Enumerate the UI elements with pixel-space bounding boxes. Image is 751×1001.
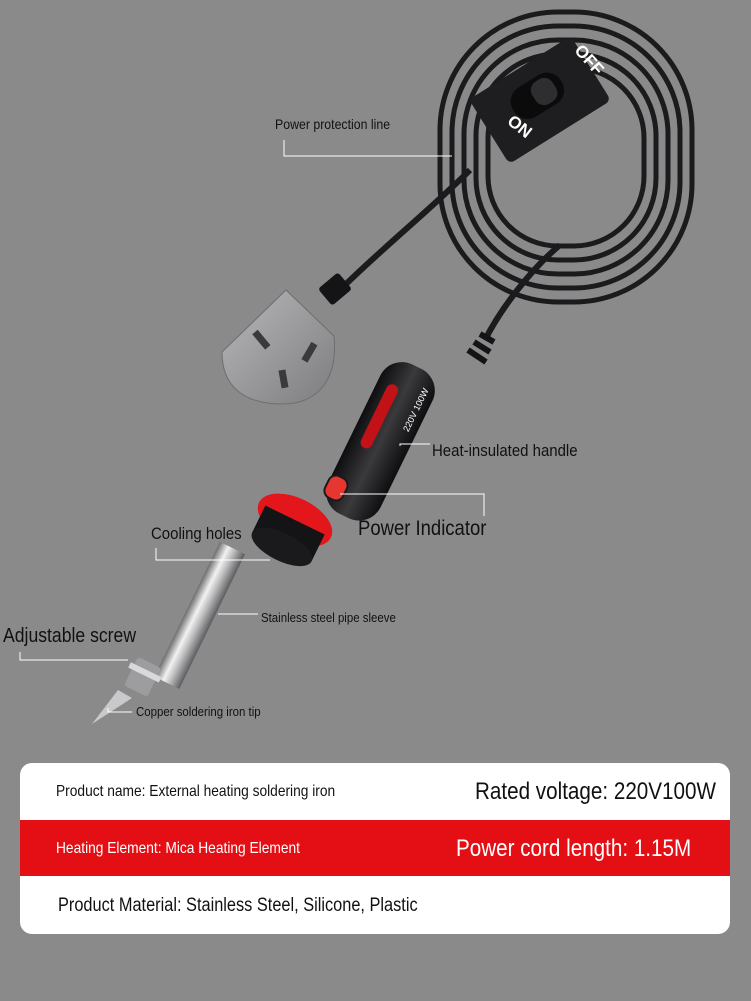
callout-heat-insulated-handle: Heat-insulated handle	[432, 441, 578, 460]
callout-stainless-steel-sleeve: Stainless steel pipe sleeve	[261, 610, 396, 625]
cable-to-handle	[482, 242, 562, 342]
red-collar	[251, 493, 333, 567]
spec-card: Product name: External heating soldering…	[20, 763, 730, 934]
spec-product-name: Product name: External heating soldering…	[56, 783, 336, 800]
callout-lines	[19, 140, 485, 713]
spec-row-1: Product name: External heating soldering…	[20, 763, 730, 819]
spec-row-3: Product Material: Stainless Steel, Silic…	[20, 878, 730, 934]
spec-rated-voltage: Rated voltage: 220V100W	[475, 778, 716, 805]
spec-material: Product Material: Stainless Steel, Silic…	[58, 895, 418, 916]
spec-cord-length: Power cord length: 1.15M	[456, 835, 692, 862]
callout-cooling-holes: Cooling holes	[151, 524, 242, 543]
heat-insulated-handle-shape	[326, 362, 435, 521]
cable-to-plug	[337, 167, 473, 293]
power-plug	[221, 273, 351, 405]
callout-adjustable-screw: Adjustable screw	[3, 625, 137, 647]
callout-power-protection-line: Power protection line	[275, 116, 391, 132]
strain-relief	[466, 331, 496, 365]
power-switch-box	[471, 38, 609, 162]
callout-copper-tip: Copper soldering iron tip	[136, 704, 261, 719]
copper-tip	[92, 690, 132, 724]
callout-power-indicator: Power Indicator	[358, 517, 487, 540]
adjustable-screw	[124, 657, 162, 696]
spec-heating-element: Heating Element: Mica Heating Element	[56, 840, 300, 857]
stainless-steel-sleeve	[154, 541, 246, 689]
spec-row-2: Heating Element: Mica Heating Element Po…	[20, 820, 730, 876]
